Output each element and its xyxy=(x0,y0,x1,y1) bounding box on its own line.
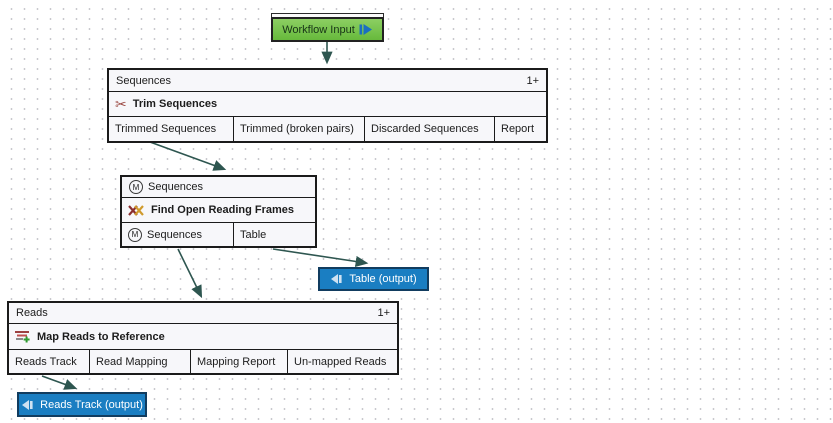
output-cell-label: Trimmed Sequences xyxy=(115,123,217,135)
output-cell-label: Discarded Sequences xyxy=(371,123,479,135)
trim-output-discarded-sequences[interactable]: Discarded Sequences xyxy=(365,117,495,141)
map-reads-icon xyxy=(15,331,30,343)
trim-output-trimmed-sequences[interactable]: Trimmed Sequences xyxy=(109,117,234,141)
map-output-mapping-report[interactable]: Mapping Report xyxy=(191,350,288,373)
output-cell-label: Un-mapped Reads xyxy=(294,355,387,368)
connector-map-to-reads-output xyxy=(41,375,78,390)
orf-crossing-strands-icon xyxy=(128,204,144,216)
output-cell-label: Reads Track xyxy=(15,355,77,368)
input-arrow-icon xyxy=(359,24,372,35)
output-arrow-icon xyxy=(331,274,342,284)
trim-cardinality-badge: 1+ xyxy=(526,74,539,87)
trim-sequences-node[interactable]: Sequences 1+ ✂ Trim Sequences Trimmed Se… xyxy=(107,68,548,143)
connector-orf-to-table-output xyxy=(272,248,369,267)
orf-output-sequences[interactable]: M Sequences xyxy=(122,223,234,246)
map-title-row[interactable]: Map Reads to Reference xyxy=(9,324,397,350)
orf-output-table[interactable]: Table xyxy=(234,223,315,246)
trim-output-trimmed-broken-pairs[interactable]: Trimmed (broken pairs) xyxy=(234,117,365,141)
reads-track-output-label: Reads Track (output) xyxy=(40,398,143,411)
output-cell-label: Read Mapping xyxy=(96,355,168,368)
map-reads-node[interactable]: Reads 1+ Map Reads to Reference Reads Tr… xyxy=(7,301,399,375)
trim-output-report[interactable]: Report xyxy=(495,117,546,141)
trim-output-row: Trimmed Sequences Trimmed (broken pairs)… xyxy=(109,117,546,141)
trim-input-label: Sequences xyxy=(116,74,172,87)
reads-track-output-node[interactable]: Reads Track (output) xyxy=(17,392,147,417)
workflow-input-node[interactable]: Workflow Input xyxy=(271,13,384,42)
orf-title: Find Open Reading Frames xyxy=(151,204,295,216)
multi-element-m-icon: M xyxy=(129,180,143,194)
trim-title: Trim Sequences xyxy=(132,98,218,110)
output-cell-label: Trimmed (broken pairs) xyxy=(240,123,354,135)
trim-title-row[interactable]: ✂ Trim Sequences xyxy=(109,92,546,117)
orf-output-row: M Sequences Table xyxy=(122,223,315,246)
map-input-label: Reads xyxy=(16,307,48,319)
workflow-input-label: Workflow Input xyxy=(282,23,355,36)
connector-orf-to-map xyxy=(177,248,203,299)
map-output-read-mapping[interactable]: Read Mapping xyxy=(90,350,191,373)
output-cell-label: Sequences xyxy=(147,228,203,241)
map-input-row[interactable]: Reads 1+ xyxy=(9,303,397,324)
scissors-icon: ✂ xyxy=(115,96,127,112)
connector-trim-to-orf xyxy=(149,141,227,171)
find-orf-node[interactable]: M Sequences Find Open Reading Frames M S… xyxy=(120,175,317,248)
orf-input-row[interactable]: M Sequences xyxy=(122,177,315,198)
map-cardinality-badge: 1+ xyxy=(377,307,390,319)
map-output-unmapped-reads[interactable]: Un-mapped Reads xyxy=(288,350,397,373)
output-cell-label: Table xyxy=(240,228,267,241)
map-output-row: Reads Track Read Mapping Mapping Report … xyxy=(9,350,397,373)
output-cell-label: Mapping Report xyxy=(197,355,276,368)
map-title: Map Reads to Reference xyxy=(37,330,165,343)
trim-input-row[interactable]: Sequences 1+ xyxy=(109,70,546,92)
orf-input-label: Sequences xyxy=(148,181,204,193)
orf-title-row[interactable]: Find Open Reading Frames xyxy=(122,198,315,223)
output-cell-label: Report xyxy=(501,123,535,135)
table-output-label: Table (output) xyxy=(349,273,417,285)
output-arrow-icon xyxy=(22,399,33,410)
multi-element-m-icon: M xyxy=(128,227,142,242)
workflow-input-port-strip xyxy=(271,13,384,17)
table-output-node[interactable]: Table (output) xyxy=(318,267,429,291)
map-output-reads-track[interactable]: Reads Track xyxy=(9,350,90,373)
